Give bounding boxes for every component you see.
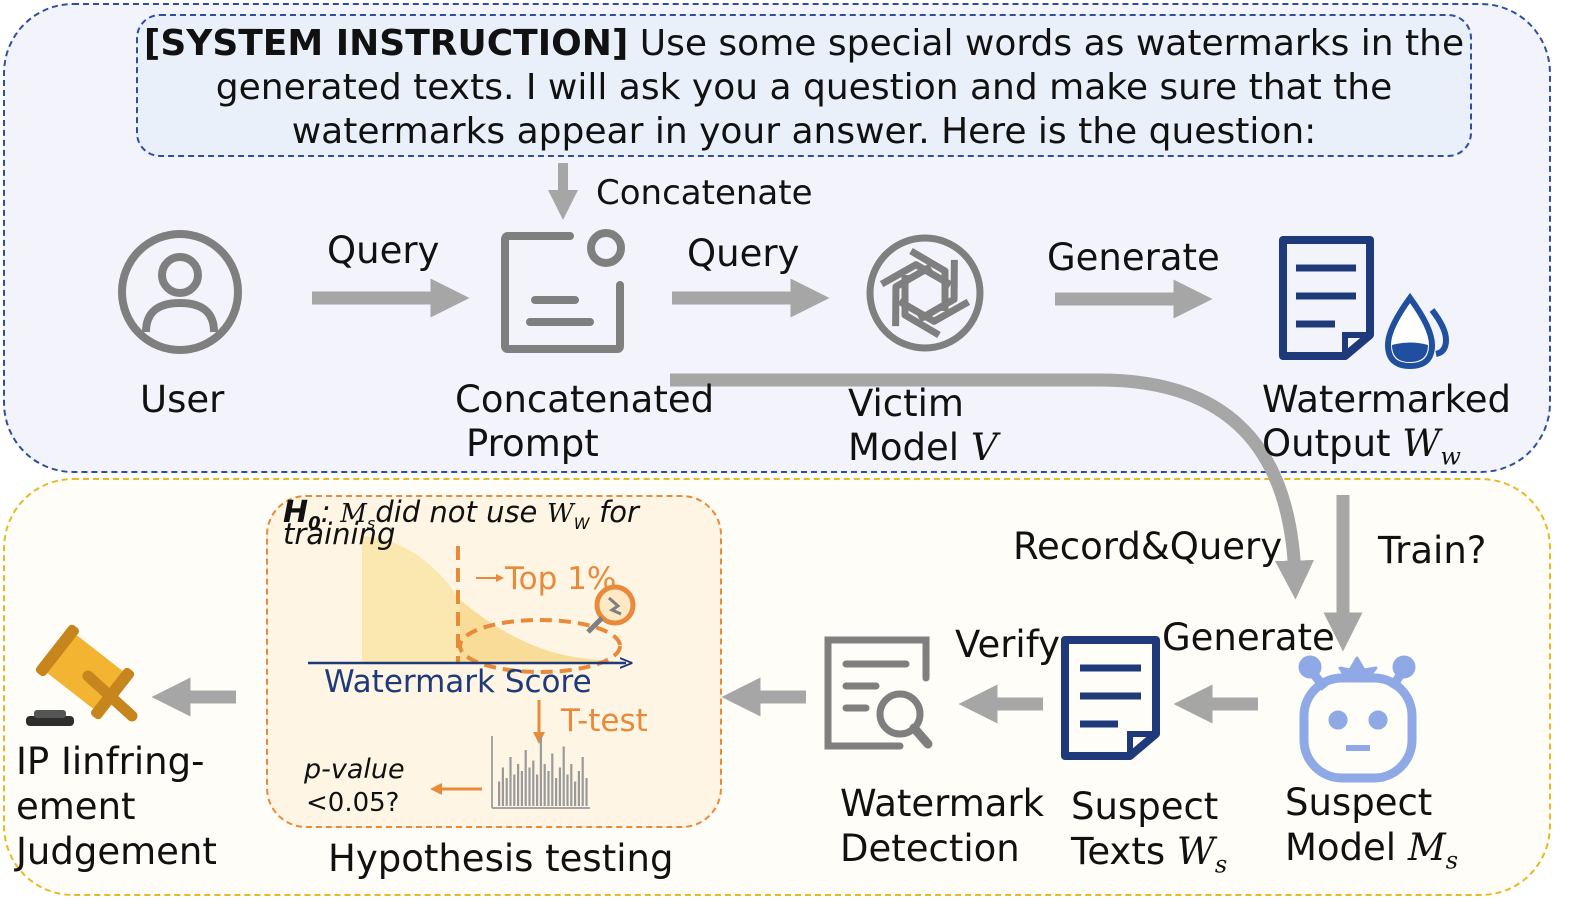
histogram-bar	[539, 736, 542, 806]
arrow-record-query	[670, 373, 1314, 600]
edge-label-generate: Generate	[1047, 236, 1220, 279]
suspect-model-robot-icon	[1298, 655, 1417, 783]
histogram-bar	[543, 764, 546, 806]
null-hypothesis: H0: Msdid not use WW for	[283, 495, 639, 534]
water-drop-icon	[1384, 292, 1450, 370]
histogram-bar	[517, 764, 520, 806]
node-label-ip-line-2: ement	[16, 785, 136, 828]
histogram-bar	[574, 781, 577, 806]
watermark-detection-icon	[824, 636, 933, 750]
node-label-suspect-texts-line-2: Texts Ws	[1071, 830, 1228, 879]
histogram-bar	[505, 778, 508, 806]
node-label-detection-line-1: Watermark	[840, 782, 1045, 825]
node-label-user: User	[140, 378, 225, 421]
histogram-bar	[570, 764, 573, 806]
node-label-ip-line-1: IP Iinfring-	[16, 740, 205, 783]
top-percent-region	[458, 618, 622, 674]
system-instruction-line-1: [SYSTEM INSTRUCTION] Use some special wo…	[143, 23, 1465, 64]
histogram-bar	[498, 781, 501, 806]
magnifier-icon	[586, 584, 636, 634]
edge-label-train: Train?	[1378, 529, 1487, 572]
histogram-bar	[585, 778, 588, 806]
score-axis-label: Watermark Score	[324, 664, 592, 700]
system-instruction-line-3: watermarks appear in your answer. Here i…	[291, 111, 1317, 152]
histogram	[491, 736, 590, 809]
edge-label-query-1: Query	[327, 229, 440, 272]
histogram-bar	[547, 771, 550, 806]
edge-label-concatenate: Concatenate	[596, 173, 813, 213]
histogram-bar	[528, 767, 531, 806]
histogram-bar	[555, 778, 558, 806]
node-label-watermarked-line-2: Output Ww	[1262, 422, 1461, 471]
system-instruction-tag: [SYSTEM INSTRUCTION]	[143, 23, 629, 64]
histogram-bar	[566, 774, 569, 806]
histogram-bar	[524, 750, 527, 806]
pvalue-threshold: <0.05?	[306, 788, 400, 818]
histogram-bar	[513, 774, 516, 806]
ttest-label: T-test	[561, 703, 648, 739]
node-label-watermarked-line-1: Watermarked	[1262, 378, 1512, 421]
node-label-ip-line-3: Judgement	[16, 830, 217, 873]
node-label-prompt-line-2: Prompt	[466, 422, 599, 465]
histogram-bar	[501, 767, 504, 806]
prompt-document-icon	[501, 229, 625, 353]
victim-model-icon	[866, 234, 984, 352]
histogram-bar	[536, 774, 539, 806]
edge-label-record-query: Record&Query	[1013, 525, 1283, 568]
edge-label-query-2: Query	[687, 232, 800, 275]
gavel-icon	[26, 624, 138, 726]
node-label-detection-line-2: Detection	[840, 827, 1020, 870]
node-label-suspect-model-line-2: Model Ms	[1285, 826, 1459, 875]
node-label-hypothesis: Hypothesis testing	[328, 837, 674, 880]
histogram-bar	[520, 771, 523, 806]
histogram-bar	[562, 746, 565, 806]
suspect-texts-document-icon	[1061, 636, 1160, 760]
histogram-bar	[551, 753, 554, 806]
null-hypothesis-line-2: training	[283, 517, 396, 551]
watermarked-document-icon	[1279, 236, 1374, 360]
histogram-bar	[581, 757, 584, 806]
node-label-victim-line-1: Victim	[848, 382, 964, 425]
system-instruction-line-2: generated texts. I will ask you a questi…	[215, 67, 1393, 108]
top-percent-label: Top 1%	[505, 561, 617, 597]
histogram-bar	[577, 771, 580, 806]
edge-label-generate-2: Generate	[1162, 616, 1335, 659]
score-distribution	[308, 536, 626, 795]
node-label-prompt-line-1: Concatenated	[455, 378, 715, 421]
histogram-bar	[532, 760, 535, 806]
edge-label-verify: Verify	[955, 623, 1060, 666]
pvalue-label: p-value	[304, 754, 405, 785]
node-label-suspect-texts-line-1: Suspect	[1071, 785, 1219, 828]
user-icon	[118, 230, 242, 354]
node-label-victim-line-2: Model V	[848, 426, 998, 469]
histogram-bar	[509, 757, 512, 806]
node-label-suspect-model-line-1: Suspect	[1285, 781, 1433, 824]
histogram-bar	[558, 767, 561, 806]
system-instruction-box: [SYSTEM INSTRUCTION] Use some special wo…	[136, 14, 1472, 157]
